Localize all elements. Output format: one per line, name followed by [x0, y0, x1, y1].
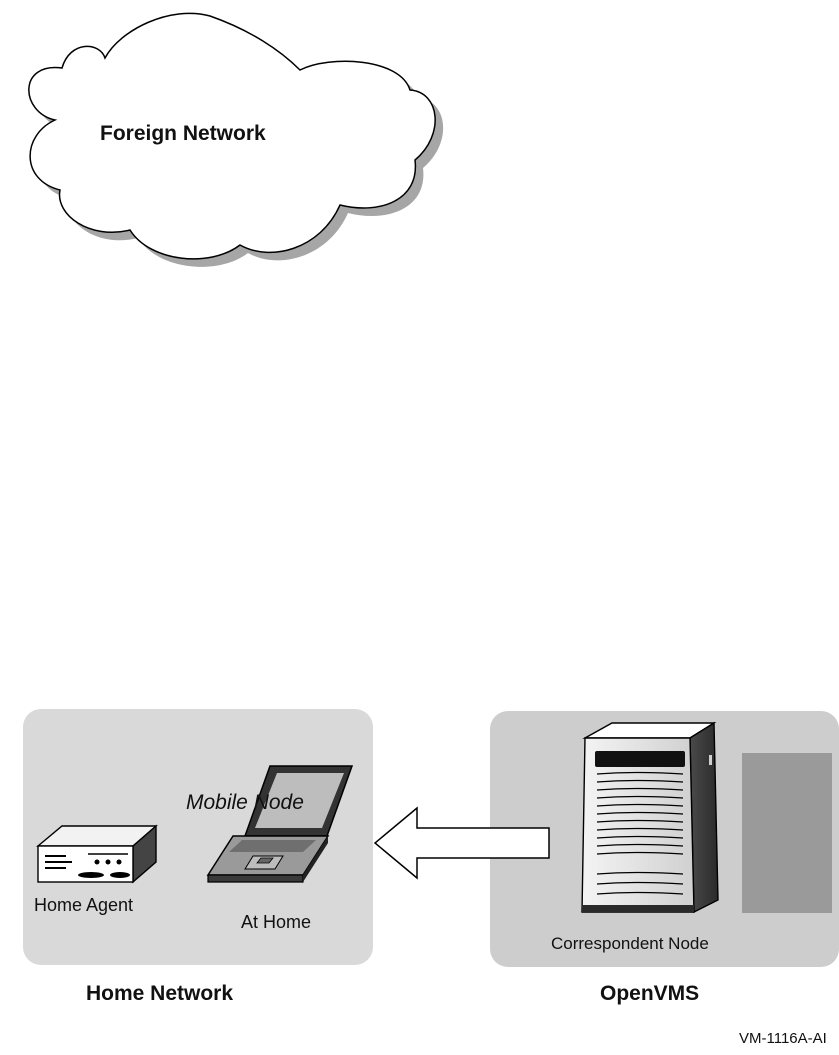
openvms-label: OpenVMS: [600, 982, 700, 1005]
home-agent-label: Home Agent: [34, 895, 134, 915]
correspondent-node-server: [581, 721, 832, 914]
message-arrow: [373, 806, 550, 880]
home-agent-device: [36, 824, 158, 884]
mobile-node-label: Mobile Node: [186, 791, 304, 814]
server-vent-lines: [596, 771, 684, 895]
at-home-label: At Home: [241, 912, 312, 932]
cloud-body: [28, 12, 436, 260]
mobile-node-laptop: [206, 765, 354, 883]
correspondent-node-label: Correspondent Node: [551, 934, 709, 953]
figure-id-label: VM-1116A-AI: [739, 1030, 827, 1047]
foreign-network-cloud: [28, 12, 444, 267]
home-network-label: Home Network: [86, 982, 234, 1005]
foreign-network-label: Foreign Network: [100, 122, 266, 145]
